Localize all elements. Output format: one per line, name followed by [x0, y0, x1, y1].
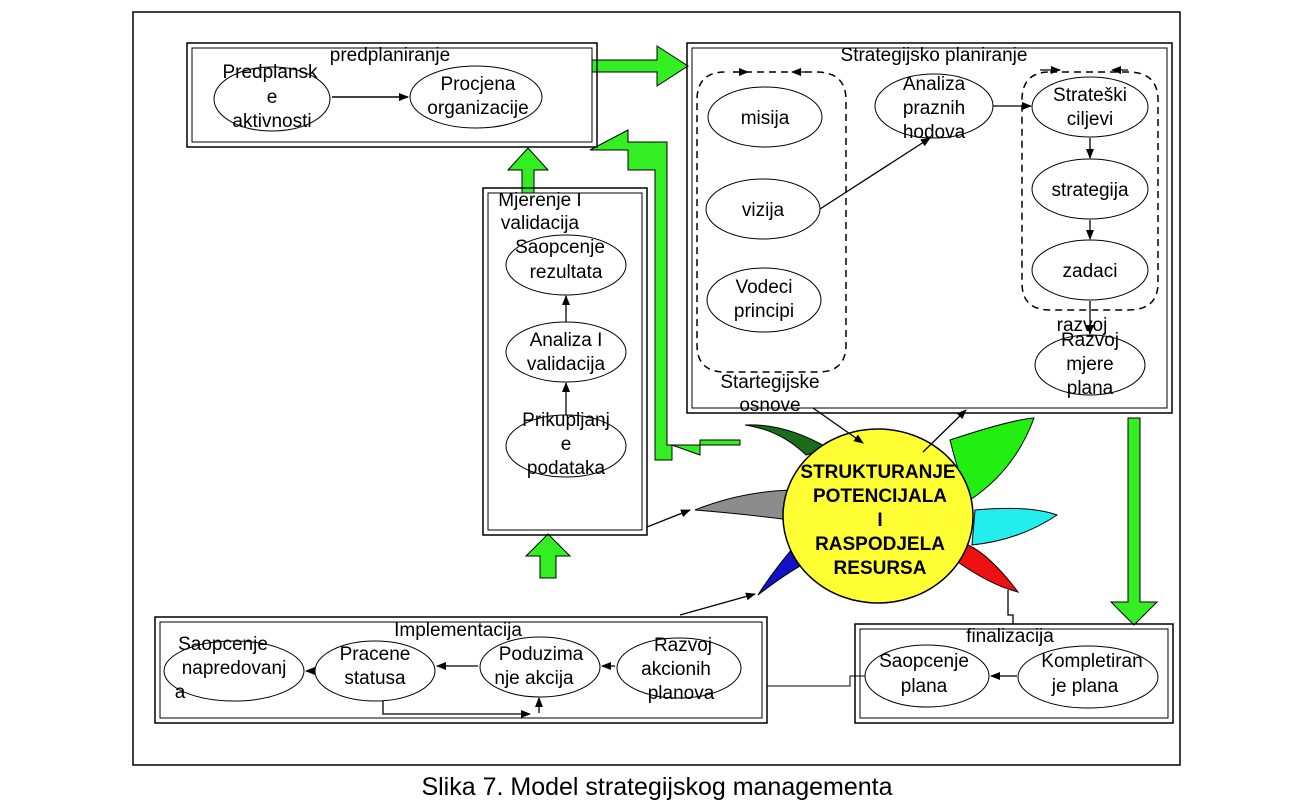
- saopcenje-nap-line-2: napredovanj: [182, 658, 287, 679]
- mjerenje-title-2: validacija: [501, 213, 580, 234]
- strateski-line-2: ciljevi: [1067, 109, 1113, 130]
- prikupljanje-line-3: podataka: [527, 458, 606, 479]
- petal-red: [954, 544, 1020, 593]
- razvoj-akc-line-3: planova: [648, 683, 715, 704]
- pracene-line-2: statusa: [344, 668, 406, 689]
- arrow-predplan-to-strategic: [591, 45, 689, 87]
- saopcenje-rez-line-2: rezultata: [530, 262, 603, 283]
- arrow-up-into-mjerenje: [524, 533, 572, 579]
- vodeci-line-1: Vodeci: [735, 277, 792, 298]
- saopcenje-nap-line-1: Saopcenje: [178, 634, 268, 655]
- vodeci-line-2: principi: [734, 301, 794, 322]
- analiza-praznih-line-2: praznih: [903, 98, 965, 119]
- sun-connectors: [646, 407, 1014, 687]
- center-line-4: RASPODJELA: [815, 534, 945, 555]
- razvoj-label: razvoj: [1057, 315, 1108, 336]
- strateski-line-1: Strateški: [1053, 85, 1127, 106]
- strategijsko-title: Strategijsko planiranje: [841, 45, 1028, 66]
- figure-caption: Slika 7. Model strategijskog managementa: [421, 773, 893, 801]
- predplaniranje-title: predplaniranje: [330, 45, 450, 66]
- osnove-line-1: Startegijske: [720, 372, 819, 393]
- razvoj-mjere-line-1: Razvoj: [1061, 330, 1119, 351]
- kompletiranje-line-1: Kompletiran: [1041, 651, 1142, 672]
- green-arrows: [506, 45, 1159, 626]
- analiza-praznih-line-1: Analiza: [903, 74, 966, 95]
- pracene-line-1: Pracene: [340, 644, 411, 665]
- procjena-line-1: Procjena: [441, 74, 516, 95]
- zadaci-label: zadaci: [1063, 261, 1118, 282]
- arrow-strategic-to-finalizacija: [1109, 417, 1159, 626]
- sun-petals: [694, 417, 1059, 596]
- box-finalizacija: finalizacija Saopcenje plana Kompletiran…: [854, 623, 1174, 724]
- node-strategija: [1031, 158, 1149, 220]
- center-label: STRUKTURANJE POTENCIJALA I RASPODJELA RE…: [800, 462, 955, 579]
- node-strateski-ciljevi: [1031, 76, 1149, 138]
- saopcenje-plana-line-2: plana: [901, 676, 948, 697]
- kompletiranje-line-2: je plana: [1051, 676, 1119, 697]
- procjena-line-2: organizacije: [427, 98, 528, 119]
- arrow-return-loop: [589, 129, 741, 461]
- box-strategijsko-planiranje: Strategijsko planiranje misija vizija Vo…: [686, 42, 1173, 416]
- dashed-group-osnove: [696, 71, 847, 373]
- analiza-val-line-2: validacija: [527, 354, 606, 375]
- finalizacija-title: finalizacija: [966, 626, 1054, 647]
- center-line-3: I: [877, 510, 882, 531]
- predplanske-line-1: Predplansk: [222, 62, 318, 83]
- implementacija-title: Implementacija: [394, 620, 522, 641]
- box-implementacija: Implementacija Saopcenje napredovanj a P…: [154, 616, 768, 724]
- arrow-up-into-predplan: [506, 147, 550, 194]
- node-saopcenje-napredovanja: [163, 640, 305, 702]
- prikupljanje-line-1: Prikupljanj: [522, 410, 610, 431]
- razvoj-mjere-line-2: mjere: [1066, 354, 1114, 375]
- node-procjena-organizacije: [409, 65, 543, 129]
- misija-label: misija: [741, 108, 790, 129]
- node-misija: [707, 86, 823, 148]
- node-pracene-statusa: [314, 640, 436, 702]
- center-line-2: POTENCIJALA: [813, 486, 947, 507]
- petal-gray: [694, 489, 791, 521]
- center-sun: [782, 428, 974, 604]
- node-kompletiranje-plana: [1017, 645, 1159, 709]
- analiza-praznih-line-3: hodova: [903, 122, 966, 143]
- center-line-1: STRUKTURANJE: [800, 462, 955, 483]
- prikupljanje-line-2: e: [561, 434, 572, 455]
- box-predplaniranje: predplaniranje Predplansk e aktivnosti P…: [186, 42, 598, 148]
- center-line-5: RESURSA: [834, 558, 927, 579]
- dashed-group-ciljevi: [1021, 71, 1159, 311]
- node-razvoj-akcionih-planova: [616, 637, 742, 699]
- petal-dark-green: [744, 424, 830, 456]
- saopcenje-plana-line-1: Saopcenje: [879, 651, 969, 672]
- poduzimanje-line-1: Poduzima: [499, 644, 584, 665]
- saopcenje-rez-line-1: Saopcenje: [515, 237, 605, 258]
- analiza-val-line-1: Analiza I: [530, 330, 603, 351]
- osnove-line-2: osnove: [739, 395, 800, 416]
- saopcenje-nap-line-3: a: [175, 682, 186, 703]
- predplanske-line-2: e: [267, 87, 278, 108]
- petal-cyan: [971, 507, 1059, 546]
- razvoj-akc-line-1: Razvoj: [654, 635, 712, 656]
- predplanske-line-3: aktivnosti: [232, 111, 311, 132]
- mjerenje-title-1: Mjerenje I: [498, 190, 581, 211]
- poduzimanje-line-2: nje akcija: [494, 668, 574, 689]
- node-vodeci-principi: [706, 267, 822, 333]
- node-predplanske-aktivnosti: [213, 66, 331, 132]
- outer-frame: [132, 11, 1181, 766]
- box-mjerenje: Mjerenje I validacija Saopcenje rezultat…: [482, 187, 648, 536]
- razvoj-mjere-line-3: plana: [1067, 378, 1114, 399]
- node-zadaci: [1031, 239, 1149, 301]
- node-razvoj-mjere-plana: [1034, 334, 1146, 396]
- vizija-label: vizija: [742, 200, 785, 221]
- strategija-label: strategija: [1051, 180, 1129, 201]
- razvoj-akc-line-2: akcionih: [641, 659, 711, 680]
